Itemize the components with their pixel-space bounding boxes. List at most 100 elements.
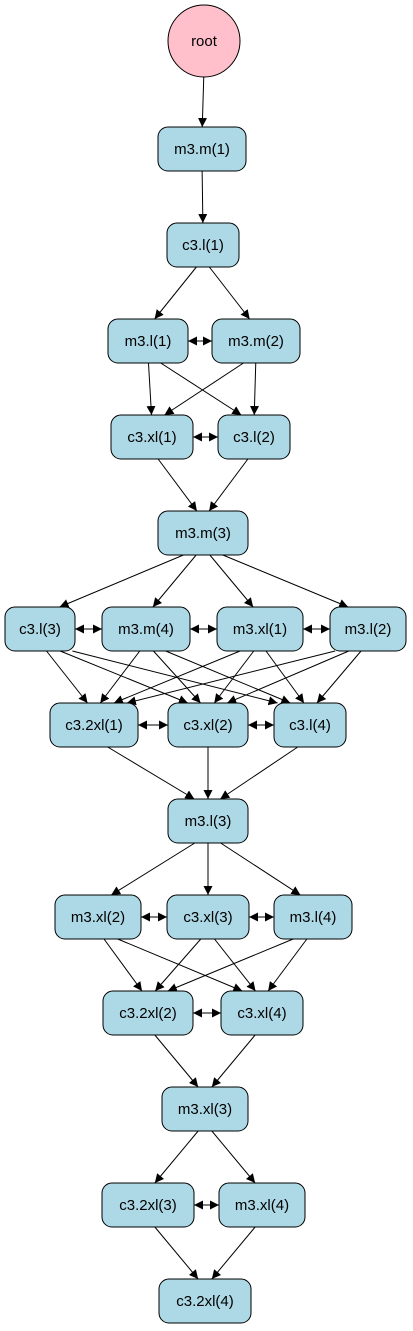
node-label: root <box>191 33 218 50</box>
node-c3l3: c3.l(3) <box>4 606 76 652</box>
edge-m3m4-to-c3l4 <box>165 650 291 704</box>
node-label: c3.l(4) <box>289 717 331 734</box>
node-box <box>329 606 407 652</box>
node-box <box>157 510 249 556</box>
edge-c3xl1-to-m3m3 <box>157 458 198 512</box>
nodes-layer: root m3.m(1) c3.l(1) m3.l(1) m3.m(2) c3.xl(1)… <box>4 4 407 1324</box>
edge-m3m3-to-m3xl1 <box>209 554 254 608</box>
node-box <box>273 894 353 940</box>
edge-c3l3-to-c3l4 <box>72 650 278 706</box>
node-label: m3.xl(2) <box>71 909 125 926</box>
edge-root-to-m3m1 <box>198 76 208 128</box>
node-c32xl4: c3.2xl(4) <box>158 1278 252 1324</box>
edge-c32xl3-to-c32xl4 <box>154 1226 199 1280</box>
node-label: c3.l(3) <box>19 621 61 638</box>
node-label: m3.xl(4) <box>235 1197 289 1214</box>
edge-m3m2-to-c3xl1 <box>164 362 244 416</box>
node-c32xl1: c3.2xl(1) <box>49 702 139 748</box>
edge-m3l2-to-c3xl2 <box>227 650 349 704</box>
node-c32xl3: c3.2xl(3) <box>101 1182 195 1228</box>
node-box <box>211 318 301 364</box>
node-box <box>54 894 142 940</box>
edge-c3xl3-to-c32xl2 <box>154 938 202 992</box>
edge-m3m3-to-c3l3 <box>59 554 184 608</box>
edge-m3xl2-to-c32xl2 <box>103 938 143 992</box>
node-label: m3.l(2) <box>345 621 392 638</box>
edge-m3l4-to-c3xl4 <box>267 938 308 992</box>
node-label: m3.m(3) <box>175 525 231 542</box>
node-label: m3.m(4) <box>118 621 174 638</box>
edge-m3l1-to-c3xl1 <box>146 362 156 416</box>
node-m3xl4: m3.xl(4) <box>218 1182 306 1228</box>
edge-c3l1-to-m3l1 <box>154 266 197 320</box>
node-label: c3.2xl(4) <box>176 1293 234 1310</box>
node-box <box>110 414 194 460</box>
edge-m3m1-to-c3l1 <box>198 170 208 224</box>
node-label: m3.m(1) <box>174 141 230 158</box>
node-box <box>107 318 189 364</box>
edge-m3xl3-to-m3xl4 <box>211 1130 256 1184</box>
node-box <box>158 1278 252 1324</box>
node-box <box>101 606 191 652</box>
node-label: m3.l(3) <box>185 813 232 830</box>
edge-c32xl1-to-m3l3 <box>107 746 195 800</box>
node-box <box>101 1182 195 1228</box>
node-label: c3.2xl(3) <box>119 1197 177 1214</box>
node-m3m1: m3.m(1) <box>157 126 247 172</box>
edge-c32xl2-to-m3xl3 <box>154 1034 199 1088</box>
node-box <box>217 414 291 460</box>
node-c32xl2: c3.2xl(2) <box>102 990 194 1036</box>
node-m3m3: m3.m(3) <box>157 510 249 556</box>
edge-m3l3-to-m3xl2 <box>110 842 196 896</box>
edge-m3l4-to-c32xl2 <box>167 938 294 992</box>
node-label: c3.xl(4) <box>237 1005 286 1022</box>
node-c3l4: c3.l(4) <box>273 702 347 748</box>
edge-m3m4-to-c32xl1 <box>99 650 141 704</box>
node-label: m3.xl(3) <box>178 1101 232 1118</box>
edge-m3xl4-to-c32xl4 <box>211 1226 256 1280</box>
node-label: m3.l(1) <box>125 333 172 350</box>
edge-m3m3-to-m3m4 <box>152 554 197 608</box>
node-label: c3.l(1) <box>182 237 224 254</box>
node-m3l1: m3.l(1) <box>107 318 189 364</box>
node-c3xl4: c3.xl(4) <box>220 990 304 1036</box>
node-c3xl1: c3.xl(1) <box>110 414 194 460</box>
node-label: c3.2xl(2) <box>119 1005 177 1022</box>
node-box <box>49 702 139 748</box>
edge-m3xl1-to-c32xl1 <box>113 650 241 704</box>
node-label: c3.xl(2) <box>183 717 232 734</box>
node-c3l1: c3.l(1) <box>166 222 240 268</box>
node-m3xl1: m3.xl(1) <box>216 606 304 652</box>
node-box <box>161 1086 249 1132</box>
node-box <box>157 126 247 172</box>
node-label: c3.2xl(1) <box>65 717 123 734</box>
node-m3l3: m3.l(3) <box>167 798 249 844</box>
edges-layer <box>46 76 362 1280</box>
edge-c3l3-to-c32xl1 <box>46 650 88 704</box>
node-label: m3.l(4) <box>290 909 337 926</box>
node-box <box>167 798 249 844</box>
node-label: m3.m(2) <box>228 333 284 350</box>
node-m3l2: m3.l(2) <box>329 606 407 652</box>
edge-m3l1-to-c3l2 <box>160 362 242 416</box>
node-label: c3.l(2) <box>233 429 275 446</box>
edge-m3xl3-to-c32xl3 <box>154 1130 199 1184</box>
node-c3l2: c3.l(2) <box>217 414 291 460</box>
edge-c3l3-to-c3xl2 <box>59 650 189 704</box>
node-m3l4: m3.l(4) <box>273 894 353 940</box>
node-box <box>166 894 250 940</box>
node-m3xl2: m3.xl(2) <box>54 894 142 940</box>
edge-m3l2-to-c32xl1 <box>126 650 336 706</box>
edge-c3xl4-to-m3xl3 <box>211 1034 256 1088</box>
edge-m3l3-to-m3l4 <box>220 842 301 896</box>
node-c3xl3: c3.xl(3) <box>166 894 250 940</box>
node-box <box>220 990 304 1036</box>
node-box <box>218 1182 306 1228</box>
edge-m3xl1-to-c3xl2 <box>213 650 255 704</box>
edge-m3m2-to-c3l2 <box>250 362 260 416</box>
node-root: root <box>167 4 241 78</box>
node-m3m2: m3.m(2) <box>211 318 301 364</box>
edge-m3xl2-to-c3xl4 <box>117 938 243 992</box>
edge-c3l2-to-m3m3 <box>208 458 249 512</box>
